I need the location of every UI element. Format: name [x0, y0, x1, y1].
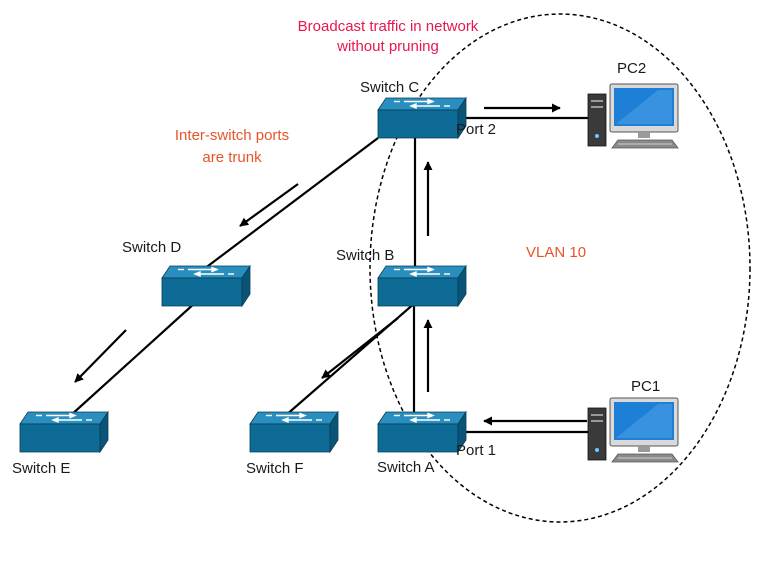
port-1-label: Port 1 — [456, 442, 496, 459]
link-d-e — [69, 301, 197, 417]
switch-d — [161, 264, 251, 308]
pc1 — [587, 397, 679, 463]
traffic-direction-arrow — [321, 317, 399, 379]
switch-f — [249, 410, 339, 454]
network-switch-icon — [161, 264, 251, 308]
pc1-label: PC1 — [631, 378, 660, 395]
trunk-note-line-2: are trunk — [202, 149, 262, 166]
pc2 — [587, 83, 679, 149]
links — [69, 116, 590, 434]
title-line-1: Broadcast traffic in network — [298, 18, 479, 35]
traffic-direction-arrow — [74, 329, 127, 383]
switch-e — [19, 410, 109, 454]
traffic-arrows — [74, 103, 587, 426]
trunk-note-line-1: Inter-switch ports — [175, 127, 289, 144]
switch-b-label: Switch B — [336, 247, 394, 264]
switch-f-label: Switch F — [246, 460, 304, 477]
switch-b — [377, 264, 467, 308]
link-c-d — [199, 137, 379, 273]
vlan-10-boundary — [369, 13, 751, 523]
network-switch-icon — [19, 410, 109, 454]
desktop-computer-icon — [587, 397, 679, 463]
network-switch-icon — [377, 410, 467, 454]
title-line-2: without pruning — [336, 38, 439, 55]
switch-c — [377, 96, 467, 140]
switch-e-label: Switch E — [12, 460, 70, 477]
network-switch-icon — [377, 96, 467, 140]
network-switch-icon — [249, 410, 339, 454]
desktop-computer-icon — [587, 83, 679, 149]
switch-d-label: Switch D — [122, 239, 181, 256]
pc2-label: PC2 — [617, 60, 646, 77]
port-2-label: Port 2 — [456, 121, 496, 138]
network-switch-icon — [377, 264, 467, 308]
switch-c-label: Switch C — [360, 79, 419, 96]
vlan-label: VLAN 10 — [526, 244, 586, 261]
traffic-direction-arrow — [239, 183, 299, 227]
switch-a — [377, 410, 467, 454]
switch-a-label: Switch A — [377, 459, 435, 476]
